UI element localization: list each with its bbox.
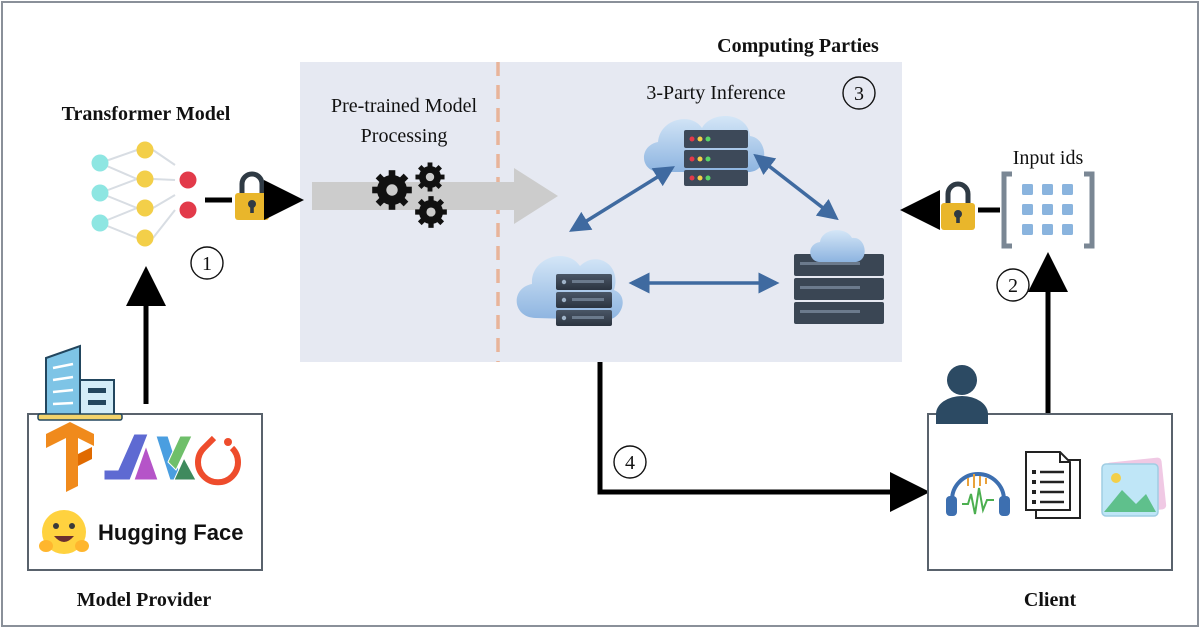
- pytorch-logo-icon: [195, 435, 241, 486]
- model-provider-label: Model Provider: [77, 589, 212, 611]
- network-node-icon: [136, 141, 154, 159]
- matrix-cell: [1042, 204, 1053, 215]
- person-icon: [936, 365, 988, 424]
- step-3-number: 3: [854, 83, 864, 105]
- jax-logo-icon: [103, 433, 197, 481]
- hugging-face-text: Hugging Face: [98, 520, 243, 545]
- gears-icon: [372, 162, 447, 228]
- step-4-marker: 4: [613, 445, 647, 479]
- network-node-icon: [179, 171, 197, 189]
- network-node-icon: [136, 170, 154, 188]
- document-icon: [1025, 451, 1081, 519]
- step-4-number: 4: [625, 452, 635, 474]
- tensorflow-logo-icon: [46, 422, 94, 492]
- three-party-inference-label: 3-Party Inference: [646, 82, 785, 104]
- cloud-server-icon: [516, 255, 623, 326]
- matrix-cell: [1062, 224, 1073, 235]
- pretrained-label-line1: Pre-trained Model: [331, 95, 478, 117]
- network-node-icon: [91, 184, 109, 202]
- cloud-icon: [810, 230, 865, 262]
- matrix-cell: [1042, 224, 1053, 235]
- network-node-icon: [179, 201, 197, 219]
- matrix-cell: [1062, 204, 1073, 215]
- input-ids-label: Input ids: [1013, 147, 1084, 169]
- building-icon: [37, 344, 123, 421]
- network-node-icon: [136, 199, 154, 217]
- matrix-cell: [1042, 184, 1053, 195]
- server-rack-icon: [556, 274, 612, 290]
- step-1-marker: 1: [190, 246, 224, 280]
- processing-arrow: [312, 168, 558, 224]
- network-node-icon: [91, 154, 109, 172]
- server-rack-icon: [684, 130, 748, 148]
- result-to-client-arrow: [597, 362, 930, 512]
- input-ids-matrix-icon: [1001, 171, 1095, 249]
- step-3-marker: 3: [842, 76, 876, 110]
- image-icon: [1101, 457, 1167, 517]
- hugging-face-logo-icon: [39, 510, 89, 554]
- party-link-arrow: [753, 153, 839, 221]
- computing-parties-label: Computing Parties: [717, 35, 879, 57]
- pretrained-label-line2: Processing: [361, 125, 448, 147]
- cloud-server-icon: [643, 116, 765, 186]
- step-1-number: 1: [202, 253, 212, 275]
- network-node-icon: [91, 214, 109, 232]
- audio-headphones-icon: [946, 472, 1010, 516]
- step-2-number: 2: [1008, 275, 1018, 297]
- matrix-cell: [1062, 184, 1073, 195]
- matrix-cell: [1022, 184, 1033, 195]
- transformer-network-icon: [91, 141, 197, 247]
- matrix-cell: [1022, 224, 1033, 235]
- cloud-server-icon: [794, 230, 884, 324]
- party-link-arrow: [569, 166, 675, 232]
- client-label: Client: [1024, 589, 1077, 611]
- matrix-cell: [1022, 204, 1033, 215]
- transformer-model-label: Transformer Model: [62, 103, 231, 125]
- network-node-icon: [136, 229, 154, 247]
